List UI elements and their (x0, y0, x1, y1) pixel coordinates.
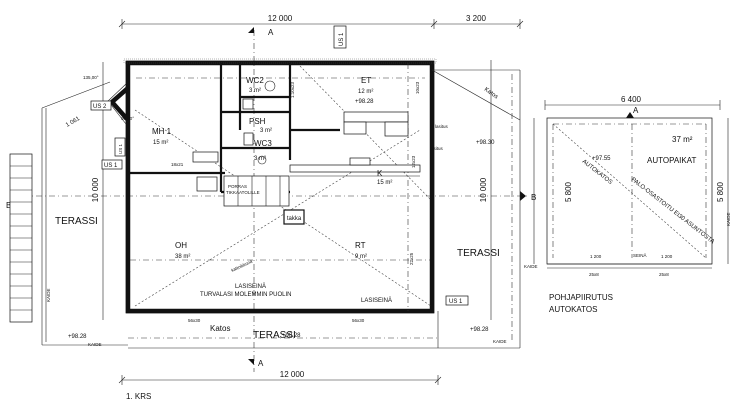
bathroom-fixtures (192, 80, 276, 192)
terrace-left: TERASSI KAIDE (9, 81, 128, 346)
room-psh-name: PSH (249, 117, 266, 126)
room-et-name: ET (361, 76, 371, 85)
ladder-label: TIKKAATOLILLE (226, 190, 260, 195)
staircase: PORRAS TIKKAATOLILLE (223, 175, 290, 207)
section-mark-a-carport: A (633, 106, 639, 115)
room-wc2-name: WC2 (246, 76, 264, 85)
carport: 6 400 A AUTOPAIKAT 37 m² AUTOKATOS PALO-… (524, 95, 731, 314)
post-size-1: 25x8 (589, 272, 599, 277)
room-wc3-name: WC3 (254, 139, 272, 148)
carport-small-dim-1: 1 200 (590, 254, 602, 259)
post-size-2: 25x8 (659, 272, 669, 277)
terrace-left-label: TERASSI (55, 216, 98, 227)
window-tag-5: 22x25 (409, 252, 414, 265)
dimension-carport-depth-right: 5 800 (716, 181, 725, 202)
angle-135: 135,00° (83, 75, 99, 80)
dimension-left-vertical: 10 000 (91, 177, 100, 202)
fireplace: takka (283, 209, 305, 225)
room-mh1-area: 15 m² (153, 140, 168, 146)
room-et-area: 12 m² (358, 89, 373, 95)
window-56x30-a: 56x30 (188, 318, 201, 323)
room-wc2-area: 3 m² (249, 88, 261, 94)
glass-wall-label-1: LASISEINÄ (235, 283, 266, 290)
angle-90: 90,00° (121, 116, 134, 121)
railing-carport-bottom: KAIDE (524, 264, 538, 269)
window-tag-4: 18x21 (171, 162, 184, 167)
terrace-right-label: TERASSI (457, 248, 500, 259)
carport-small-dim-2: 1 200 (661, 254, 673, 259)
railing-right-label: KAIDE (493, 339, 507, 344)
room-k-area: 15 m² (377, 180, 392, 186)
section-mark-a-top: A (268, 28, 274, 37)
plan-title: POHJAPIIRUTUS (549, 293, 613, 302)
room-oh-name: OH (175, 241, 187, 250)
floor-caption: 1. KRS (126, 392, 151, 401)
bottom-dimension-line: 12 000 (118, 370, 442, 385)
room-psh-area: 3 m² (260, 128, 272, 134)
stair-label: PORRAS (228, 184, 247, 189)
section-mark-b-right: B (531, 193, 536, 202)
window-tag-1: 1:10x23 (290, 81, 295, 98)
terrace-right: TERASSI Katos KAIDE +98.30 (431, 69, 521, 348)
door-tag-us1-top: US 1 (339, 32, 345, 46)
door-tag-us1-left: US 1 (104, 163, 118, 169)
window-tag-2: 10x23 (415, 81, 420, 94)
exterior-walls (123, 58, 437, 314)
floor-label: 1. KRS (126, 392, 151, 401)
room-labels: MH 1 15 m² WC2 3 m² PSH 3 m² WC3 3 m² ET… (152, 76, 392, 260)
railing-carport-label: KAIDE (726, 212, 731, 226)
kitchen-counter (289, 111, 421, 177)
room-rt-name: RT (355, 241, 366, 250)
glass-wall-label-3: LASISEINÄ (361, 297, 392, 304)
glazing-note-1: lasitus (435, 124, 449, 129)
terrace-bottom: TERASSI Katos KAIDE +98.28 +98.28 56x30 … (68, 311, 520, 349)
dimension-1061: 1 061 (65, 116, 82, 129)
room-oh-area: 38 m² (175, 254, 190, 260)
room-mh1-name: MH 1 (152, 127, 172, 136)
dimension-top-side: 3 200 (466, 14, 487, 23)
glass-wall-label-2: TURVALASI MOLEMMIN PUOLIN (200, 292, 291, 298)
level-bottom-left: +98.28 (68, 334, 87, 340)
glass-wall-notes: LASISEINÄ TURVALASI MOLEMMIN PUOLIN LASI… (200, 259, 392, 304)
carport-room-name: AUTOPAIKAT (647, 156, 696, 165)
fireplace-label: takka (287, 216, 302, 222)
skylight-label: kattoikkuna (230, 259, 253, 273)
door-tags: US 1 US 2 US 1 US 1 US 1 (90, 25, 469, 306)
door-tag-us1-right: US 1 (449, 299, 463, 305)
dimension-carport-width: 6 400 (621, 95, 642, 104)
level-et: +98.28 (355, 99, 374, 105)
right-dimension-line: 10 000 (479, 60, 492, 320)
railing-bottom-label: KAIDE (88, 342, 102, 347)
window-tag-3: 12x23 (411, 155, 416, 168)
room-rt-area: 9 m² (355, 254, 367, 260)
level-bottom-right: +98.28 (470, 327, 489, 333)
section-mark-b-left: B (6, 201, 11, 210)
level-bottom-center: +98.28 (282, 333, 301, 339)
level-right: +98.30 (476, 140, 495, 146)
room-wc3-area: 3 m² (254, 156, 266, 162)
room-k-name: K (377, 169, 383, 178)
level-carport: +97.55 (592, 156, 611, 162)
dimension-top-main: 12 000 (268, 14, 293, 23)
door-tag-us1-bay: US 1 (118, 143, 123, 154)
terrace-bottom-label: TERASSI (253, 330, 296, 341)
dimension-right-vertical: 10 000 (479, 177, 488, 202)
wall-label: SEINÄ (633, 252, 647, 258)
window-56x30-b: 56x30 (352, 318, 365, 323)
plan-subtitle: AUTOKATOS (549, 305, 597, 314)
railing-left-label: KAIDE (46, 288, 51, 302)
window-tags: 1:10x23 10x23 12x23 18x21 22x25 lasitus … (171, 81, 449, 265)
carport-room-area: 37 m² (672, 135, 693, 144)
glazing-note-2: lasitus (430, 146, 444, 151)
top-dimension-line: 12 000 3 200 (118, 14, 524, 29)
section-mark-a-bottom: A (258, 359, 264, 368)
canopy-bottom-label: Katos (210, 324, 230, 333)
dimension-bottom-main: 12 000 (280, 370, 305, 379)
dimension-carport-depth-left: 5 800 (564, 181, 573, 202)
door-tag-us2: US 2 (93, 104, 107, 110)
